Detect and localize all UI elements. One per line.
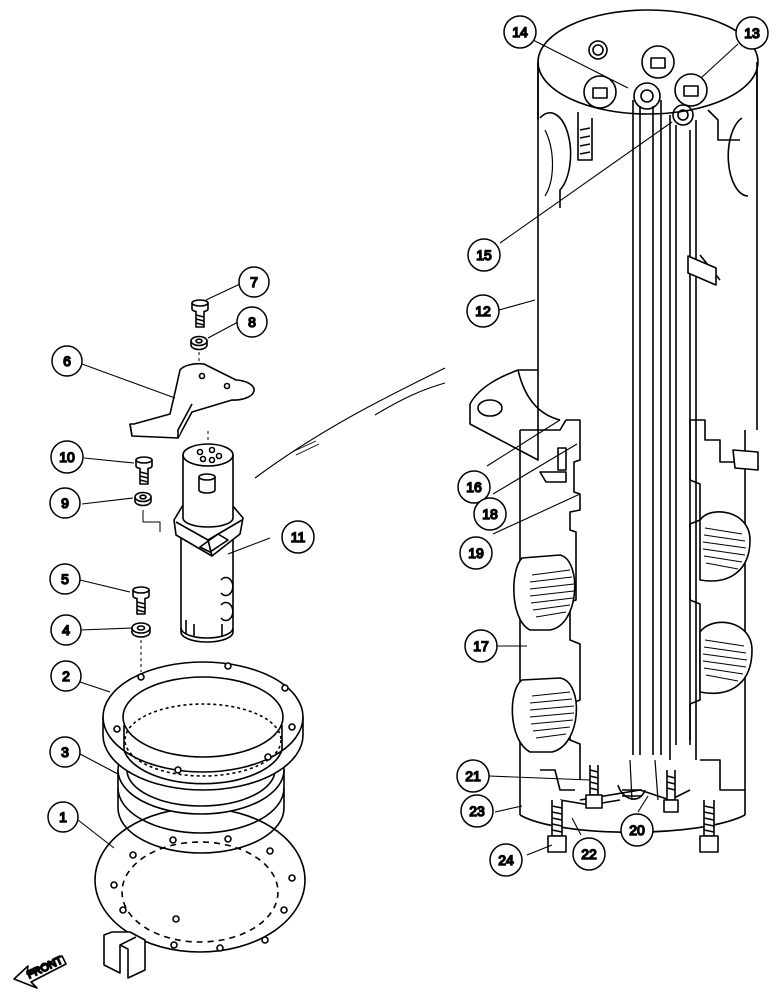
callout-5: 5 (49, 563, 81, 595)
svg-text:20: 20 (629, 822, 645, 838)
callout-2: 2 (50, 660, 82, 692)
svg-text:24: 24 (498, 852, 514, 868)
callout-12: 12 (466, 294, 500, 328)
svg-text:2: 2 (62, 668, 70, 684)
swivel-shaft-drawing (469, 9, 759, 760)
washer-8-drawing (190, 335, 208, 364)
front-label: FRONT (25, 954, 65, 981)
callout-21: 21 (456, 759, 490, 793)
callout-4: 4 (50, 614, 82, 646)
callout-22: 22 (572, 837, 606, 871)
svg-text:19: 19 (468, 545, 484, 561)
svg-text:11: 11 (291, 529, 306, 545)
callout-11: 11 (281, 520, 315, 554)
svg-text:16: 16 (466, 479, 482, 495)
washer-9-drawing (134, 491, 161, 532)
callout-9: 9 (49, 487, 81, 519)
callout-14: 14 (503, 15, 537, 49)
callout-15: 15 (467, 238, 501, 272)
callout-1: 1 (47, 801, 79, 833)
front-arrow (13, 955, 67, 989)
svg-text:7: 7 (250, 274, 258, 290)
callout-24: 24 (489, 843, 523, 877)
front-bracket (103, 931, 146, 979)
callout-16: 16 (457, 470, 491, 504)
svg-text:1: 1 (59, 809, 67, 825)
callout-17: 17 (464, 629, 498, 663)
connection-line (254, 367, 446, 479)
svg-text:17: 17 (473, 638, 489, 654)
svg-text:8: 8 (248, 314, 256, 330)
leader-lines (77, 39, 739, 856)
bolt-5-drawing (132, 586, 150, 615)
svg-text:12: 12 (475, 303, 491, 319)
svg-text:4: 4 (62, 622, 70, 638)
svg-text:15: 15 (476, 247, 492, 263)
callout-23: 23 (460, 794, 494, 828)
bolt-10-drawing (135, 456, 153, 485)
callout-13: 13 (735, 16, 769, 50)
svg-text:13: 13 (744, 25, 760, 41)
swivel-joint-drawing (173, 430, 244, 643)
callout-20: 20 (620, 813, 654, 847)
swivel-body-drawing (511, 419, 759, 834)
svg-text:6: 6 (63, 353, 71, 369)
callout-10: 10 (50, 440, 84, 474)
svg-text:23: 23 (469, 803, 485, 819)
bolt-7-drawing (191, 299, 209, 328)
callout-6: 6 (51, 345, 83, 377)
callout-7: 7 (238, 266, 270, 298)
svg-text:5: 5 (61, 571, 69, 587)
stopper-bracket-drawing (129, 362, 255, 439)
callout-8: 8 (236, 306, 268, 338)
svg-text:9: 9 (61, 495, 69, 511)
svg-text:18: 18 (482, 506, 498, 522)
cover-bolts-drawing (547, 765, 719, 853)
svg-text:22: 22 (581, 846, 597, 862)
callout-18: 18 (473, 497, 507, 531)
retainer-ring-drawing (102, 661, 304, 791)
svg-text:3: 3 (61, 744, 69, 760)
svg-text:14: 14 (512, 24, 528, 40)
callout-3: 3 (49, 736, 81, 768)
lock-washer-drawing (131, 622, 151, 672)
svg-text:21: 21 (465, 768, 481, 784)
callout-19: 19 (459, 536, 493, 570)
svg-text:10: 10 (59, 449, 75, 465)
